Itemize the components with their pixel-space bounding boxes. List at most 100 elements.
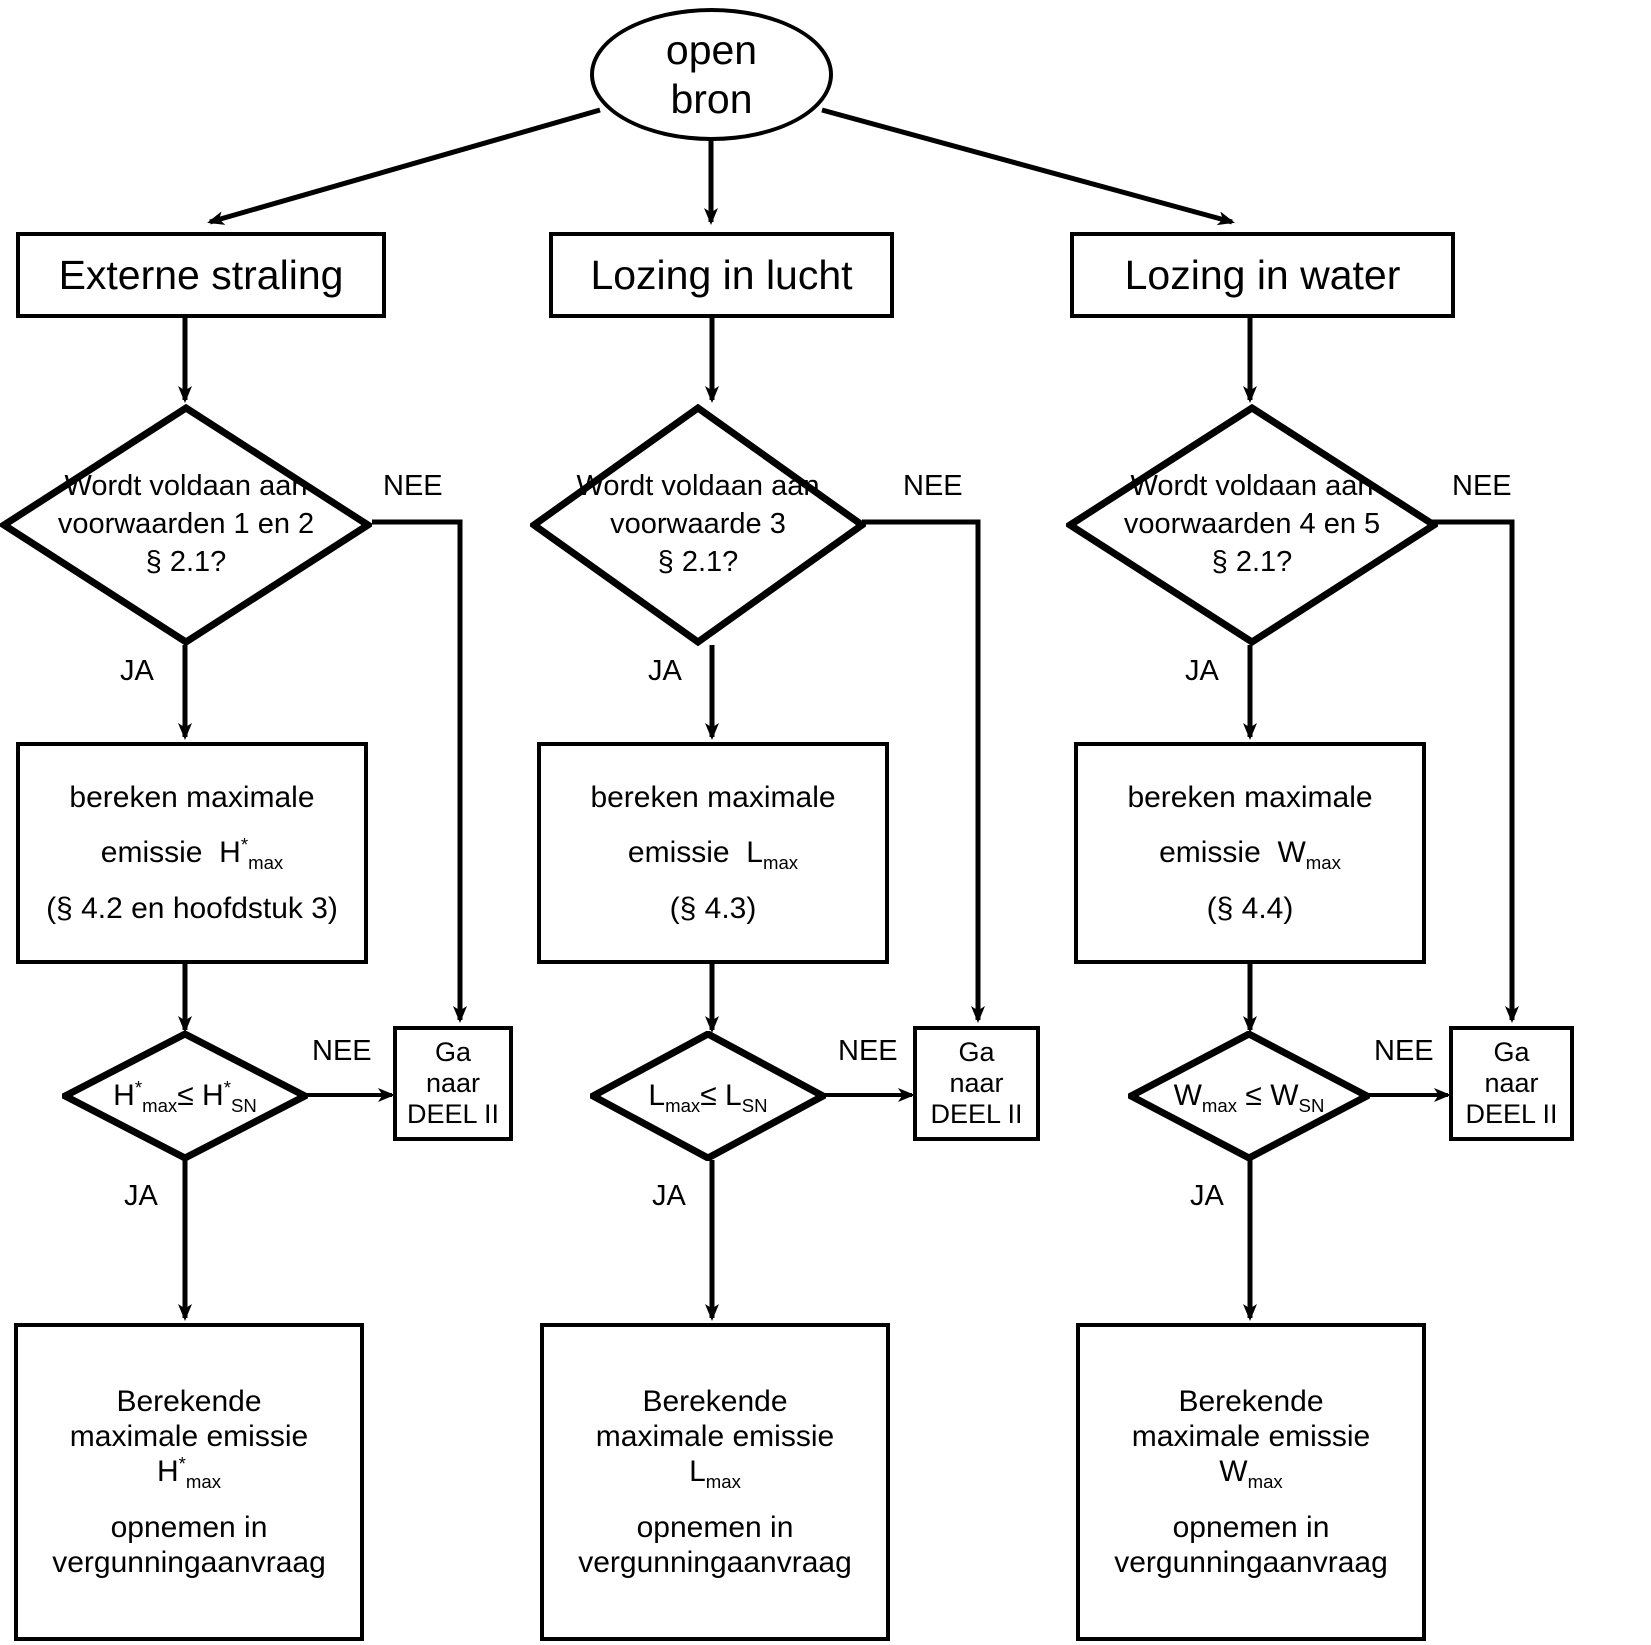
result-line4: opnemen in	[636, 1510, 794, 1544]
decision-line2: voorwaarden 1 en 2	[57, 508, 315, 541]
edge-label-nee-col3: NEE	[1452, 470, 1512, 502]
edge-label-nee-col1: NEE	[383, 470, 443, 502]
decision-voorwaarde-3[interactable]: Wordt voldaan aan voorwaarde 3 § 2.1?	[530, 404, 866, 646]
start-node-open-bron: open bron	[590, 8, 833, 141]
goto-line1: Ga	[434, 1036, 471, 1067]
diamond-shape	[62, 1031, 308, 1161]
decision-line1: Wordt voldaan aan	[64, 470, 308, 503]
process-variable: H*max	[211, 834, 283, 872]
result-line2: maximale emissie	[595, 1419, 835, 1453]
spacer	[578, 1490, 852, 1510]
compare-left: Lmax	[648, 1079, 700, 1115]
variable-sub: max	[142, 1095, 178, 1116]
process-line2: emissie Lmax	[590, 835, 835, 874]
goto-deel-ii-col3[interactable]: Ga naar DEEL II	[1449, 1026, 1574, 1141]
goto-line1: Ga	[958, 1036, 995, 1067]
result-line1: Berekende	[642, 1384, 788, 1418]
edge-label-ja-col2: JA	[648, 655, 682, 687]
decision-compare-h[interactable]: H*max≤ H*SN	[62, 1031, 308, 1161]
process-line3: (§ 4.4)	[1206, 891, 1294, 925]
variable-sup: *	[178, 1453, 186, 1475]
process-bereken-maximale-emissie-h[interactable]: bereken maximale emissie H*max (§ 4.2 en…	[16, 742, 368, 964]
goto-deel-ii-col1[interactable]: Ga naar DEEL II	[393, 1026, 513, 1141]
decision-line3: § 2.1?	[145, 545, 227, 578]
column-header-externe-straling[interactable]: Externe straling	[16, 232, 386, 318]
spacer	[46, 815, 338, 835]
goto-line3: DEEL II	[1465, 1099, 1558, 1130]
variable-base: L	[746, 836, 763, 870]
compare-operator: ≤	[700, 1079, 717, 1112]
column-header-label: Lozing in water	[1124, 251, 1401, 298]
process-line3: (§ 4.2 en hoofdstuk 3)	[46, 891, 338, 925]
variable-sup: *	[134, 1077, 143, 1098]
spacer	[590, 871, 835, 891]
result-line2: maximale emissie	[1131, 1419, 1371, 1453]
compare-right: LSN	[725, 1079, 768, 1115]
decision-compare-w[interactable]: Wmax ≤ WSN	[1128, 1031, 1370, 1161]
decision-voorwaarden-4-5[interactable]: Wordt voldaan aan voorwaarden 4 en 5 § 2…	[1066, 404, 1438, 646]
result-line2: maximale emissie	[69, 1419, 309, 1453]
variable-sub: max	[762, 852, 799, 874]
diamond-shape	[0, 404, 372, 646]
decision-compare-l[interactable]: Lmax≤ LSN	[590, 1031, 826, 1161]
variable-base: L	[648, 1079, 666, 1112]
result-line1: Berekende	[1178, 1384, 1324, 1418]
decision-line1: Wordt voldaan aan	[1130, 470, 1374, 503]
decision-line3: § 2.1?	[657, 545, 739, 578]
goto-line3: DEEL II	[406, 1099, 500, 1130]
variable-base: H	[113, 1079, 135, 1112]
decision-label: Wordt voldaan aan voorwaarde 3 § 2.1?	[530, 404, 866, 646]
goto-line2: naar	[949, 1067, 1004, 1098]
edge-label-ja-compare-col3: JA	[1190, 1180, 1224, 1212]
edge-label-ja-compare-col2: JA	[652, 1180, 686, 1212]
decision-line1: Wordt voldaan aan	[576, 470, 820, 503]
process-line3: (§ 4.3)	[669, 891, 757, 925]
compare-label: Lmax≤ LSN	[590, 1031, 826, 1161]
process-line1: bereken maximale	[69, 780, 315, 814]
process-bereken-maximale-emissie-l[interactable]: bereken maximale emissie Lmax (§ 4.3)	[537, 742, 889, 964]
goto-line2: naar	[1484, 1067, 1539, 1098]
variable-base: L	[689, 1455, 706, 1489]
variable-sub: SN	[1298, 1095, 1325, 1116]
compare-right: H*SN	[202, 1078, 257, 1115]
column-header-lozing-in-lucht[interactable]: Lozing in lucht	[549, 232, 894, 318]
variable-sub: max	[665, 1095, 701, 1116]
goto-deel-ii-col2[interactable]: Ga naar DEEL II	[913, 1026, 1040, 1141]
start-node-line2: bron	[670, 75, 753, 122]
variable-sup: *	[240, 834, 249, 856]
result-variable: Wmax	[1114, 1454, 1388, 1493]
diamond-shape	[590, 1031, 826, 1161]
process-bereken-maximale-emissie-w[interactable]: bereken maximale emissie Wmax (§ 4.4)	[1074, 742, 1426, 964]
variable-base: L	[725, 1079, 742, 1112]
variable-sub: max	[1305, 852, 1341, 874]
decision-voorwaarden-1-2[interactable]: Wordt voldaan aan voorwaarden 1 en 2 § 2…	[0, 404, 372, 646]
result-box-col3[interactable]: Berekende maximale emissie Wmax opnemen …	[1076, 1323, 1426, 1641]
result-box-col1[interactable]: Berekende maximale emissie H*max opnemen…	[14, 1323, 364, 1641]
process-line1: bereken maximale	[590, 780, 836, 814]
goto-line3: DEEL II	[930, 1099, 1023, 1130]
variable-sub: SN	[741, 1095, 768, 1116]
edge-label-ja-col3: JA	[1185, 655, 1219, 687]
process-line1: bereken maximale	[1127, 780, 1373, 814]
diamond-shape	[1128, 1031, 1370, 1161]
edge-label-ja-col1: JA	[120, 655, 154, 687]
process-line2-prefix: emissie	[627, 836, 730, 870]
variable-base: H	[202, 1079, 224, 1112]
decision-line3: § 2.1?	[1211, 545, 1293, 578]
decision-label: Wordt voldaan aan voorwaarden 1 en 2 § 2…	[0, 404, 372, 646]
decision-line2: voorwaarden 4 en 5	[1123, 508, 1381, 541]
diamond-shape	[530, 404, 866, 646]
compare-right: WSN	[1270, 1079, 1324, 1115]
edge-label-nee-compare-col3: NEE	[1374, 1035, 1434, 1067]
column-header-lozing-in-water[interactable]: Lozing in water	[1070, 232, 1455, 318]
variable-sub: SN	[230, 1095, 257, 1116]
diamond-shape	[1066, 404, 1438, 646]
process-line2: emissie Wmax	[1127, 835, 1372, 874]
result-box-col2[interactable]: Berekende maximale emissie Lmax opnemen …	[540, 1323, 890, 1641]
process-line2: emissie H*max	[46, 834, 338, 872]
compare-operator: ≤	[177, 1079, 194, 1112]
result-line5: vergunningaanvraag	[52, 1546, 326, 1580]
variable-sub: max	[1247, 1471, 1283, 1493]
result-line4: opnemen in	[110, 1510, 268, 1544]
